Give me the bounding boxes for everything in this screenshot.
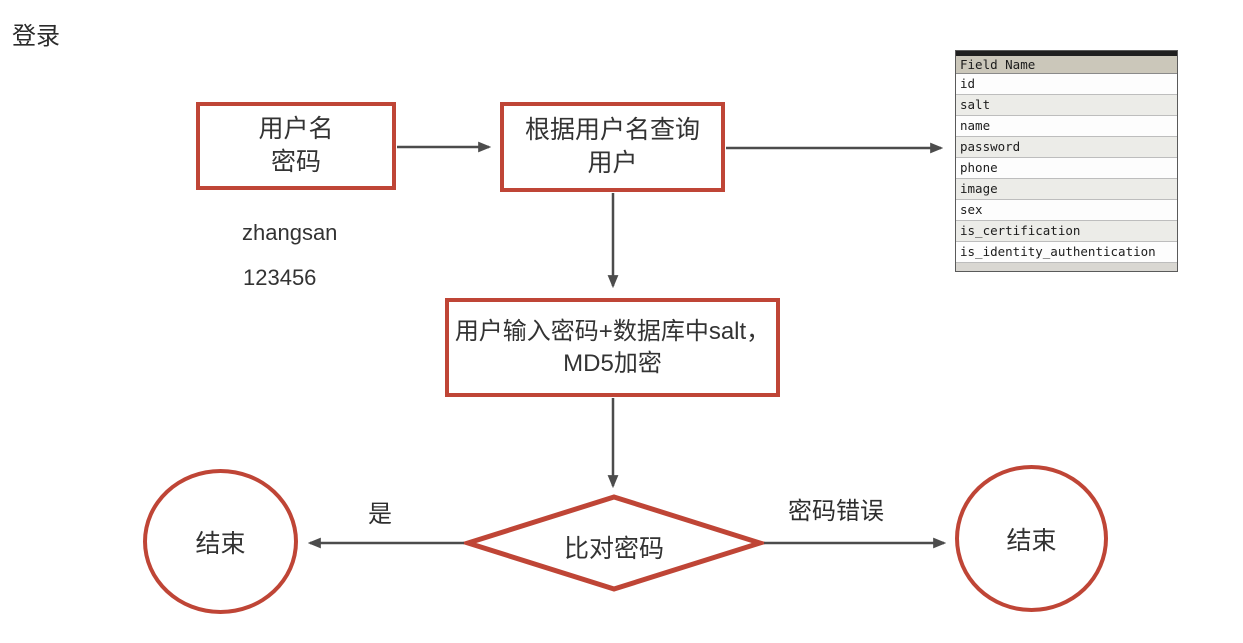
table-row: sex: [956, 200, 1177, 221]
node-query-user: 根据用户名查询 用户: [500, 102, 725, 192]
node-md5-encrypt: 用户输入密码+数据库中salt， MD5加密: [445, 298, 780, 397]
field-table-header: Field Name: [956, 56, 1177, 74]
page-title: 登录: [12, 23, 60, 50]
table-row: password: [956, 137, 1177, 158]
table-row: salt: [956, 95, 1177, 116]
field-table-bottom-bar: [956, 263, 1177, 271]
edge-label-yes: 是: [368, 501, 392, 528]
edge-label-wrong-password: 密码错误: [788, 498, 884, 525]
table-row: is_identity_authentication: [956, 242, 1177, 263]
table-row: name: [956, 116, 1177, 137]
node-credentials: 用户名 密码: [196, 102, 396, 190]
table-row: is_certification: [956, 221, 1177, 242]
username-sample-text: zhangsan: [242, 220, 338, 245]
node-end-right: 结束: [955, 465, 1108, 612]
node-compare-password-label: 比对密码: [563, 535, 664, 563]
node-end-left: 结束: [143, 469, 298, 614]
table-row: image: [956, 179, 1177, 200]
field-table-top-bar: [956, 51, 1177, 56]
password-sample-text: 123456: [243, 265, 317, 290]
table-row: id: [956, 74, 1177, 95]
table-row: phone: [956, 158, 1177, 179]
